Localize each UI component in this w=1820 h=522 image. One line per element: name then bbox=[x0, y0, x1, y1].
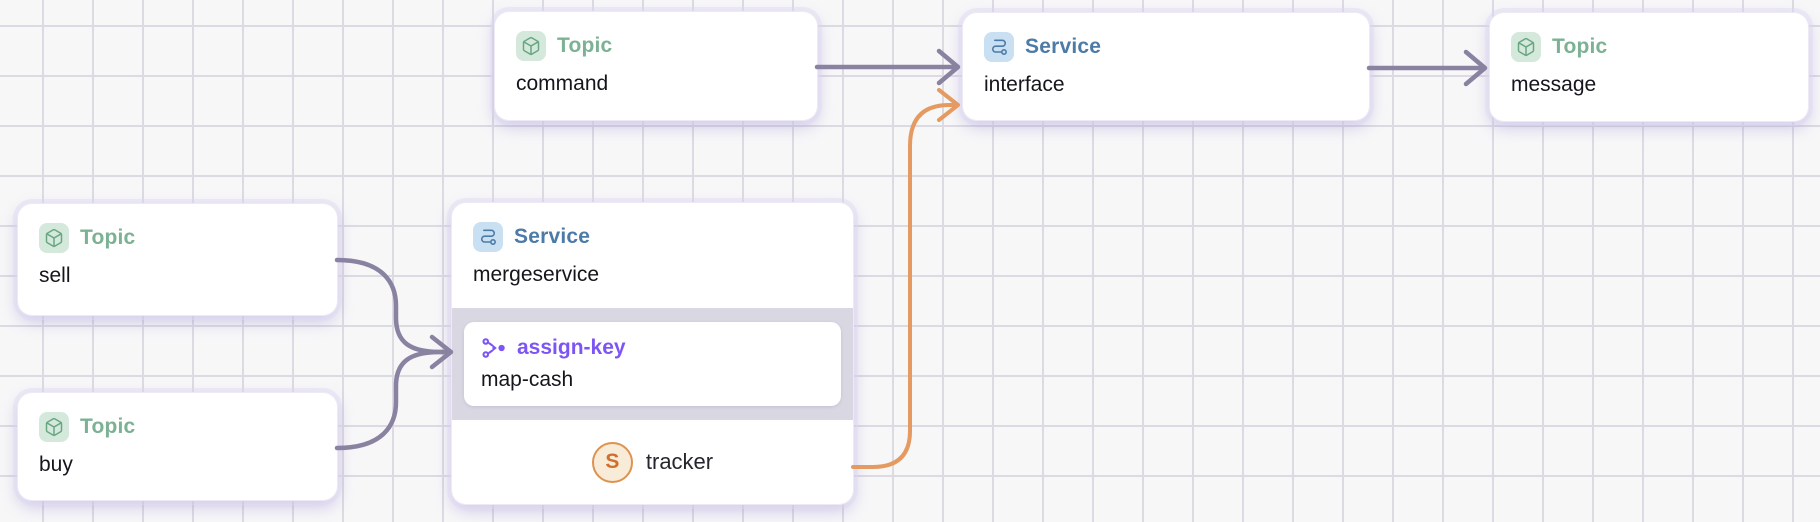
node-header: Topic bbox=[39, 412, 316, 442]
node-topic-message[interactable]: Topic message bbox=[1490, 13, 1808, 121]
function-card-assign-key[interactable]: assign-key map-cash bbox=[464, 322, 841, 406]
node-topic-buy[interactable]: Topic buy bbox=[18, 393, 337, 500]
node-service-mergeservice[interactable]: Service mergeservice assign-key map-cash bbox=[452, 203, 853, 504]
function-name: map-cash bbox=[481, 368, 574, 391]
box-cube-icon bbox=[516, 31, 546, 61]
node-name: mergeservice bbox=[473, 263, 600, 286]
route-icon bbox=[473, 222, 503, 252]
arrowhead-icon bbox=[936, 48, 961, 86]
function-type-label: assign-key bbox=[517, 336, 626, 359]
function-section: assign-key map-cash bbox=[452, 308, 853, 420]
edge-tracker-to-interface[interactable] bbox=[851, 88, 960, 469]
edge-command-to-interface[interactable] bbox=[814, 48, 961, 86]
node-name: command bbox=[516, 72, 609, 95]
node-header: Service bbox=[984, 32, 1348, 62]
node-type-label: Service bbox=[514, 225, 591, 248]
box-cube-icon bbox=[1511, 32, 1541, 62]
node-type-label: Topic bbox=[80, 415, 136, 438]
box-cube-icon bbox=[39, 412, 69, 442]
arrowhead-icon bbox=[937, 88, 960, 122]
consumer-name: tracker bbox=[645, 449, 714, 474]
edge-line[interactable] bbox=[334, 349, 451, 451]
route-icon bbox=[984, 32, 1014, 62]
node-topic-sell[interactable]: Topic sell bbox=[18, 204, 337, 315]
edge-line[interactable] bbox=[334, 257, 451, 355]
node-header: Topic bbox=[39, 223, 316, 253]
edge-buy-to-mergeservice[interactable] bbox=[334, 349, 451, 451]
function-header: assign-key bbox=[481, 335, 824, 361]
box-cube-icon bbox=[39, 223, 69, 253]
node-type-label: Topic bbox=[557, 34, 613, 57]
edge-line[interactable] bbox=[851, 103, 958, 469]
node-name: message bbox=[1511, 73, 1597, 96]
node-name: interface bbox=[984, 73, 1065, 96]
consumer-badge: S bbox=[591, 441, 633, 483]
arrowhead-icon bbox=[1463, 49, 1488, 87]
arrowhead-icon bbox=[429, 334, 454, 370]
node-topic-command[interactable]: Topic command bbox=[495, 12, 817, 120]
node-name: buy bbox=[39, 453, 73, 476]
consumer-row-tracker[interactable]: S tracker bbox=[452, 420, 853, 504]
node-header: Topic bbox=[516, 31, 796, 61]
edge-sell-to-mergeservice[interactable] bbox=[334, 257, 454, 370]
merge-arrows-icon bbox=[482, 338, 505, 358]
node-service-interface[interactable]: Service interface bbox=[963, 13, 1369, 120]
node-header: Topic bbox=[1511, 32, 1787, 62]
node-type-label: Topic bbox=[80, 226, 136, 249]
node-type-label: Topic bbox=[1552, 35, 1608, 58]
node-header: Service mergeservice bbox=[452, 203, 853, 308]
node-name: sell bbox=[39, 264, 71, 287]
node-type-label: Service bbox=[1025, 35, 1102, 58]
edge-interface-to-message[interactable] bbox=[1366, 49, 1488, 87]
